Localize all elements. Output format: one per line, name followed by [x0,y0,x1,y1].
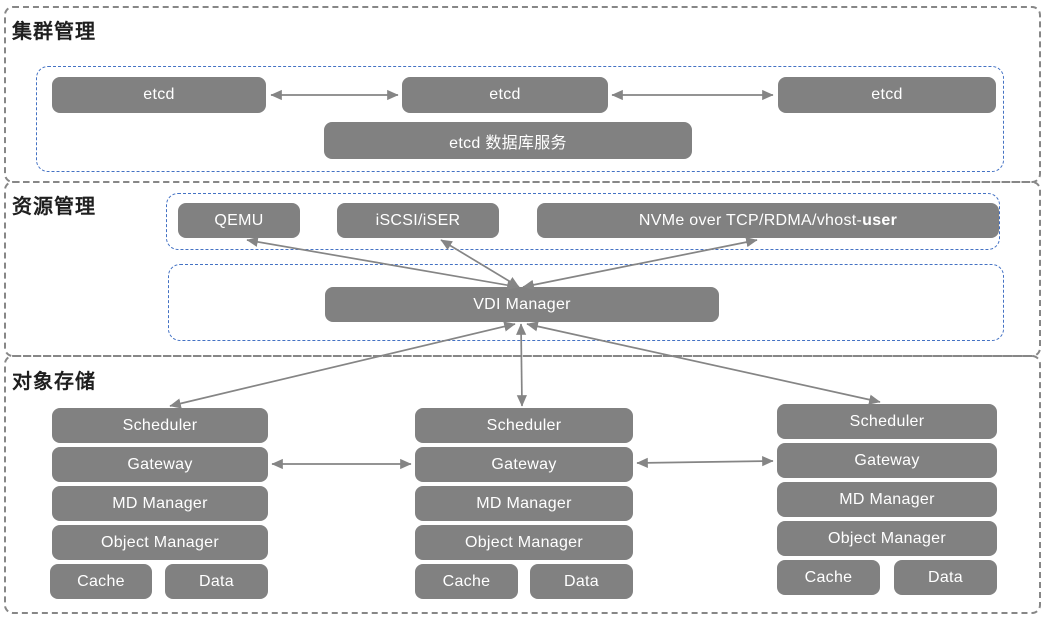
col3-md-manager-box: MD Manager [777,482,997,517]
col1-cache-box: Cache [50,564,152,599]
etcd-node-1-box: etcd [52,77,266,113]
col1-data-box: Data [165,564,268,599]
col3-cache-box: Cache [777,560,880,595]
col1-md-manager-box: MD Manager [52,486,268,521]
etcd-node-2-box: etcd [402,77,608,113]
nvme-box: NVMe over TCP/RDMA/vhost-user [537,203,999,238]
col3-data-box: Data [894,560,997,595]
storage-section-title: 对象存储 [12,371,96,393]
col3-scheduler-box: Scheduler [777,404,997,439]
resource-section-title: 资源管理 [12,196,96,218]
col3-gateway-box: Gateway [777,443,997,478]
col2-md-manager-box: MD Manager [415,486,633,521]
qemu-box: QEMU [178,203,300,238]
col1-gateway-box: Gateway [52,447,268,482]
etcd-cluster-group [36,66,1004,172]
nvme-label-bold: user [862,211,898,229]
col2-scheduler-box: Scheduler [415,408,633,443]
col1-scheduler-box: Scheduler [52,408,268,443]
col3-object-manager-box: Object Manager [777,521,997,556]
col2-object-manager-box: Object Manager [415,525,633,560]
cluster-section-title: 集群管理 [12,21,96,43]
iscsi-iser-box: iSCSI/iSER [337,203,499,238]
col2-cache-box: Cache [415,564,518,599]
etcd-db-service-box: etcd 数据库服务 [324,122,692,159]
nvme-label-prefix: NVMe over TCP/RDMA/vhost- [638,211,863,229]
col2-gateway-box: Gateway [415,447,633,482]
col2-data-box: Data [530,564,633,599]
col1-object-manager-box: Object Manager [52,525,268,560]
etcd-node-3-box: etcd [778,77,996,113]
vdi-manager-box: VDI Manager [325,287,719,322]
